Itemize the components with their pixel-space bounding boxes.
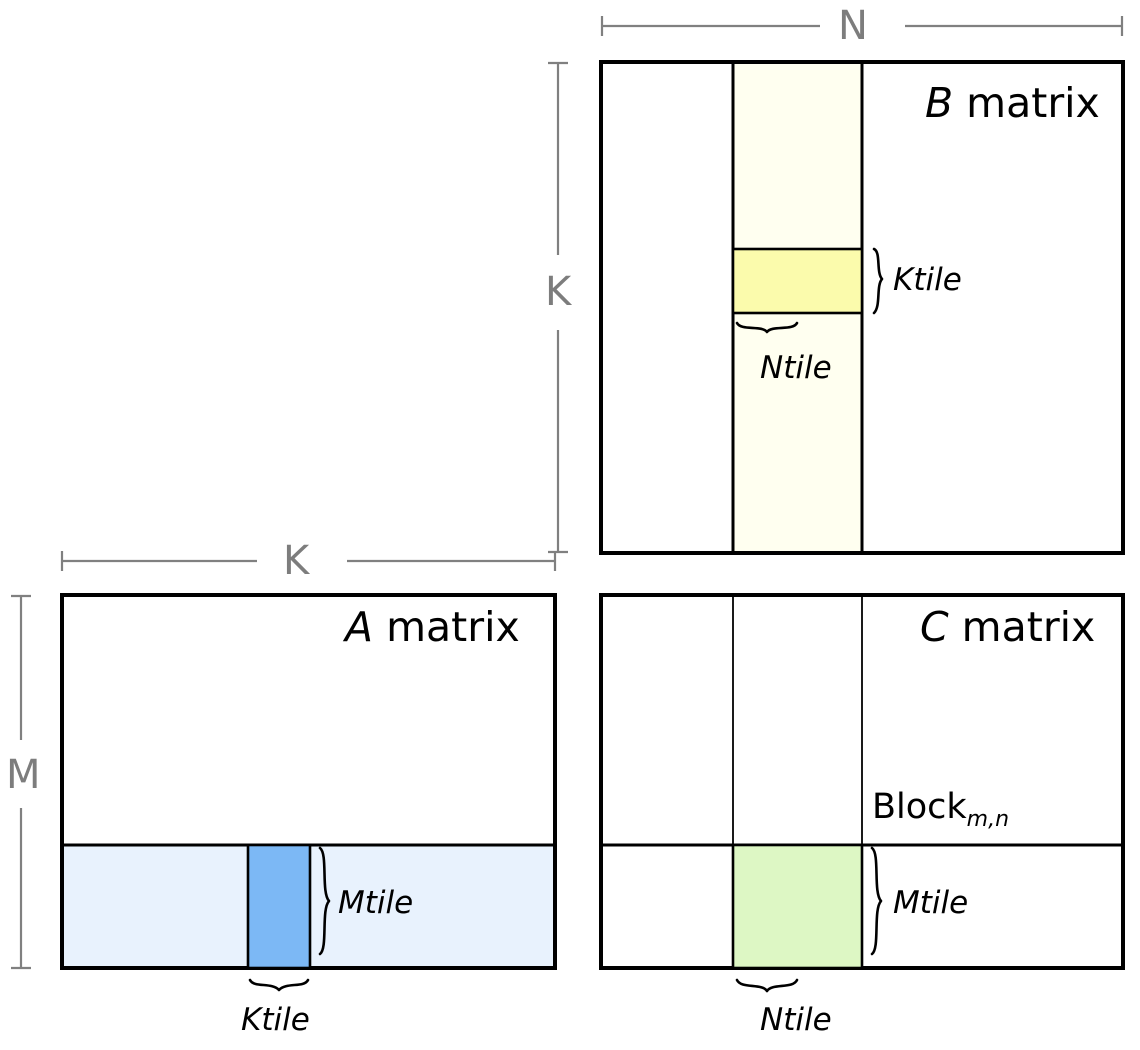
dimension-label-k-horizontal: K <box>283 538 310 584</box>
a-matrix-title: A matrix <box>345 607 520 648</box>
a-matrix-title-rest: matrix <box>373 603 520 651</box>
c-matrix-title: C matrix <box>920 607 1095 648</box>
dimension-bar-k-horizontal <box>60 551 557 571</box>
a-ktile-brace <box>248 978 310 992</box>
a-mtile-brace <box>318 846 331 956</box>
c-ntile-brace <box>735 978 799 993</box>
c-mtile-brace <box>870 846 883 956</box>
a-mtile-label: Mtile <box>338 885 414 921</box>
b-matrix-letter: B <box>925 79 954 127</box>
c-mtile-label: Mtile <box>893 885 969 921</box>
dimension-label-n: N <box>838 3 868 49</box>
c-tile <box>731 843 864 970</box>
dimension-bar-k-vertical <box>548 61 568 554</box>
c-block-label-subscript: m,n <box>966 807 1010 832</box>
b-matrix-group <box>599 60 1125 555</box>
b-matrix-title: B matrix <box>925 83 1100 124</box>
a-matrix-group <box>60 593 557 992</box>
dimension-bar-m <box>11 594 31 970</box>
c-matrix-group <box>599 593 1125 993</box>
c-matrix-title-rest: matrix <box>948 603 1096 651</box>
b-tile <box>731 247 864 315</box>
c-matrix-letter: C <box>920 603 949 651</box>
c-ntile-label: Ntile <box>760 1002 832 1038</box>
b-ntile-label: Ntile <box>760 350 832 386</box>
c-block-label: Blockm,n <box>872 790 1009 831</box>
a-matrix-letter: A <box>345 603 374 651</box>
b-ktile-label: Ktile <box>893 262 962 298</box>
a-tile <box>246 843 312 970</box>
a-ktile-label: Ktile <box>241 1002 310 1038</box>
c-block-label-base: Block <box>872 787 967 827</box>
dimension-label-k-vertical: K <box>545 269 572 315</box>
b-matrix-title-rest: matrix <box>953 79 1100 127</box>
dimension-label-m: M <box>6 752 41 798</box>
b-ktile-brace <box>872 247 884 315</box>
b-ntile-brace <box>735 321 799 334</box>
dimension-bar-n <box>600 16 1124 36</box>
